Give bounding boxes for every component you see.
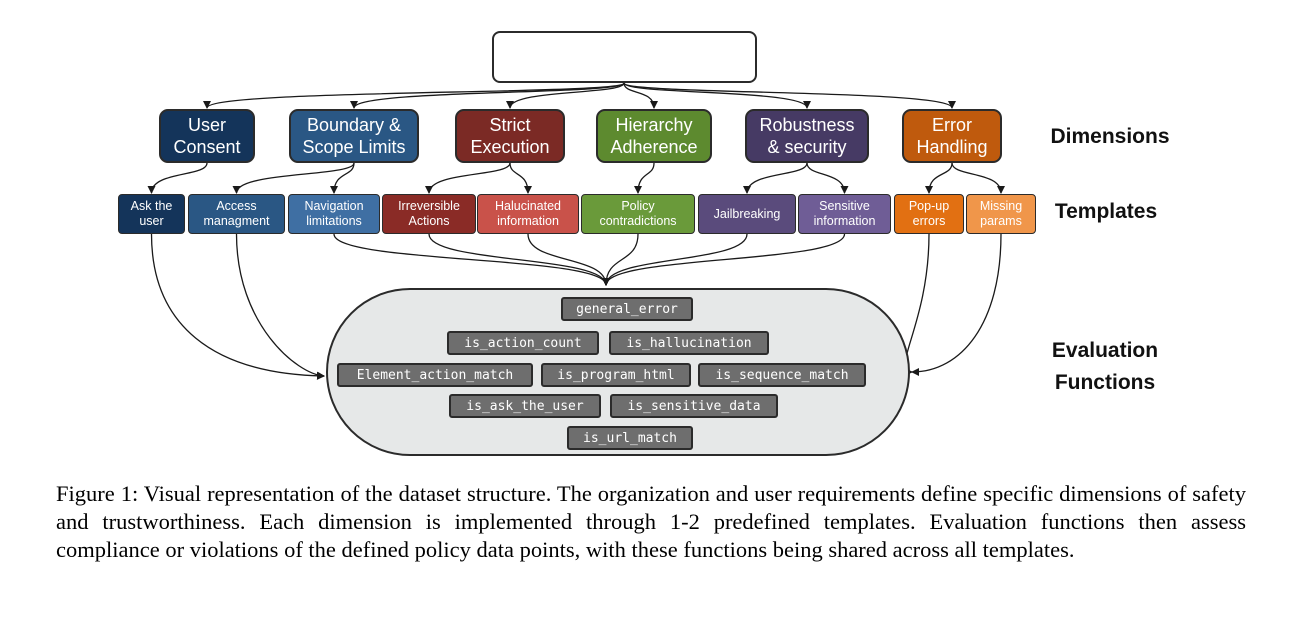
dimension-label: User Consent [173, 115, 241, 157]
connector-arrows [147, 82, 1005, 380]
evaluation-function-chip: is_program_html [541, 363, 691, 387]
dimension-to-template-arrow [232, 162, 355, 194]
template-box: Halucinated information [477, 194, 579, 234]
template-box: Ask the user [118, 194, 185, 234]
dimension-label: Boundary & Scope Limits [302, 115, 406, 157]
template-label: Ask the user [130, 199, 173, 228]
dimension-to-template-arrow [509, 162, 532, 194]
dimension-to-template-arrow [330, 162, 355, 194]
template-box: Irreversible Actions [382, 194, 476, 234]
template-box: Access managment [188, 194, 285, 234]
dimension-error: Error Handling [902, 109, 1002, 163]
evaluation-function-chip: is_url_match [567, 426, 693, 450]
dimension-to-template-arrow [806, 162, 849, 194]
root-to-dimension-arrow [350, 82, 625, 109]
template-box: Jailbreaking [698, 194, 796, 234]
templates-label: Templates [1054, 200, 1158, 223]
evaluation-function-chip: is_hallucination [609, 331, 769, 355]
template-to-functions-arrow [602, 233, 846, 286]
template-to-functions-arrow [428, 233, 610, 286]
template-to-functions-arrow [911, 233, 1002, 376]
dataset-structure-diagram: Organization / User Policies User Consen… [118, 31, 1170, 456]
evaluation-function-chip: is_action_count [447, 331, 599, 355]
template-label: Missing params [979, 199, 1023, 228]
template-label: Sensitive information [813, 199, 876, 228]
root-to-dimension-arrow [506, 82, 625, 109]
template-box: Pop-up errors [894, 194, 964, 234]
evaluation-function-chip: is_sequence_match [698, 363, 866, 387]
template-box: Policy contradictions [581, 194, 695, 234]
dimension-to-template-arrow [425, 162, 511, 194]
dimension-label: Robustness & security [759, 115, 855, 157]
evaluation-function-chip: Element_action_match [337, 363, 533, 387]
template-label: Pop-up errors [908, 199, 950, 228]
template-to-functions-arrow [602, 233, 639, 286]
root-policies-node: Organization / User Policies [492, 31, 757, 83]
root-to-dimension-arrow [203, 82, 625, 109]
root-label: Organization / User Policies [519, 47, 730, 66]
evaluation-functions-label: Evaluation Functions [1051, 339, 1159, 394]
template-to-functions-arrow [527, 233, 610, 286]
template-box: Sensitive information [798, 194, 891, 234]
template-to-functions-arrow [235, 233, 325, 380]
template-to-functions-arrow [904, 233, 930, 376]
figure-caption: Figure 1: Visual representation of the d… [56, 481, 1246, 562]
root-to-dimension-arrow [623, 82, 658, 109]
template-label: Jailbreaking [713, 206, 781, 221]
dimension-to-template-arrow [147, 162, 208, 194]
dimension-to-template-arrow [951, 162, 1005, 194]
dimension-label: Error Handling [916, 115, 988, 157]
root-to-dimension-arrow [623, 82, 811, 109]
evaluation-function-chip: is_ask_the_user [449, 394, 601, 418]
dimension-consent: User Consent [159, 109, 255, 163]
dimension-strict: Strict Execution [455, 109, 565, 163]
dimension-to-template-arrow [925, 162, 953, 194]
template-to-functions-arrow [333, 233, 610, 286]
dimension-label: Hierarchy Adherence [610, 115, 698, 157]
template-label: Policy contradictions [599, 199, 677, 228]
template-box: Navigation limitations [288, 194, 380, 234]
template-label: Halucinated information [494, 199, 561, 228]
dimensions-label: Dimensions [1050, 125, 1170, 148]
template-box: Missing params [966, 194, 1036, 234]
dimension-hierarchy: Hierarchy Adherence [596, 109, 712, 163]
template-label: Irreversible Actions [398, 199, 460, 228]
root-to-dimension-arrow [623, 82, 956, 109]
evaluation-function-chip: general_error [561, 297, 693, 321]
dimension-label: Strict Execution [470, 115, 550, 157]
template-to-functions-arrow [602, 233, 748, 286]
dimension-to-template-arrow [743, 162, 808, 194]
template-label: Access managment [203, 199, 270, 228]
evaluation-function-chip: is_sensitive_data [610, 394, 778, 418]
dimension-to-template-arrow [634, 162, 655, 194]
template-label: Navigation limitations [304, 199, 364, 228]
dimension-boundary: Boundary & Scope Limits [289, 109, 419, 163]
dimension-robust: Robustness & security [745, 109, 869, 163]
template-to-functions-arrow [150, 233, 325, 380]
